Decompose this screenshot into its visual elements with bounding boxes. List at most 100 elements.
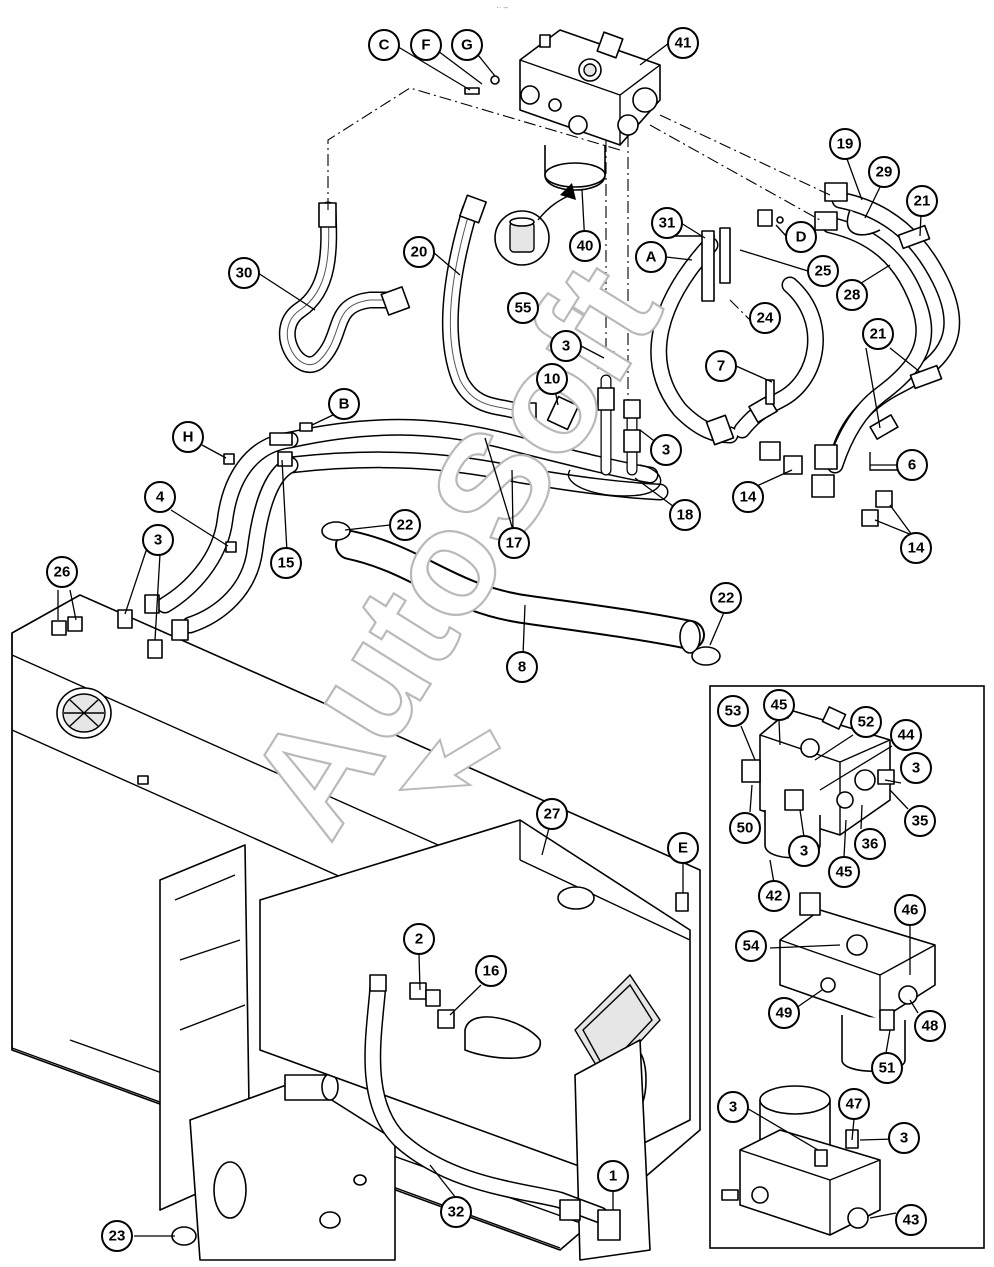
svg-text:1: 1 — [609, 1168, 617, 1185]
svg-text:8: 8 — [518, 659, 526, 676]
svg-text:40: 40 — [577, 238, 594, 255]
svg-text:17: 17 — [506, 535, 523, 552]
svg-text:48: 48 — [922, 1018, 939, 1035]
callout-44: 44 — [890, 719, 922, 751]
callout-E: E — [667, 832, 699, 864]
hose-clamps — [846, 209, 943, 471]
svg-text:E: E — [678, 840, 688, 857]
alignment-lines — [327, 87, 831, 400]
callout-14-b: 14 — [900, 532, 932, 564]
svg-text:55: 55 — [515, 300, 532, 317]
svg-text:3: 3 — [800, 843, 808, 860]
callout-47: 47 — [838, 1088, 870, 1120]
callout-C: C — [368, 29, 400, 61]
callout-14-a: 14 — [732, 481, 764, 513]
callout-6: 6 — [896, 449, 928, 481]
inset-panel — [709, 685, 985, 1249]
svg-text:C: C — [379, 37, 390, 54]
callout-1: 1 — [597, 1160, 629, 1192]
svg-text:3: 3 — [729, 1099, 737, 1116]
svg-text:B: B — [339, 396, 350, 413]
filter-element-55 — [494, 183, 576, 266]
callout-42: 42 — [758, 880, 790, 912]
callout-35: 35 — [904, 805, 936, 837]
header-mark: ·· – — [496, 3, 509, 12]
callout-36: 36 — [854, 828, 886, 860]
svg-text:46: 46 — [902, 902, 919, 919]
svg-text:4: 4 — [156, 489, 165, 506]
callout-52: 52 — [850, 706, 882, 738]
callout-26: 26 — [46, 556, 78, 588]
callout-49: 49 — [768, 997, 800, 1029]
svg-text:3: 3 — [562, 338, 570, 355]
svg-text:21: 21 — [914, 193, 931, 210]
svg-text:6: 6 — [908, 457, 916, 474]
callout-29: 29 — [868, 156, 900, 188]
callout-H: H — [172, 421, 204, 453]
svg-text:14: 14 — [908, 540, 925, 557]
svg-text:10: 10 — [544, 371, 561, 388]
svg-text:22: 22 — [718, 590, 735, 607]
svg-text:25: 25 — [815, 263, 832, 280]
svg-text:47: 47 — [846, 1096, 863, 1113]
callout-16: 16 — [475, 955, 507, 987]
svg-text:15: 15 — [278, 555, 295, 572]
svg-text:D: D — [796, 229, 807, 246]
callout-3-b: 3 — [650, 434, 682, 466]
callout-10: 10 — [536, 363, 568, 395]
svg-text:50: 50 — [737, 820, 754, 837]
callout-17: 17 — [498, 527, 530, 559]
svg-text:23: 23 — [109, 1228, 126, 1245]
svg-text:G: G — [461, 37, 473, 54]
svg-text:45: 45 — [771, 697, 788, 714]
callout-53: 53 — [717, 695, 749, 727]
svg-text:31: 31 — [659, 215, 676, 232]
callout-23: 23 — [101, 1220, 133, 1252]
callout-48: 48 — [914, 1010, 946, 1042]
svg-text:41: 41 — [675, 35, 692, 52]
callout-55: 55 — [507, 292, 539, 324]
callout-21-b: 21 — [862, 318, 894, 350]
svg-text:36: 36 — [862, 836, 879, 853]
callout-B: B — [328, 388, 360, 420]
callout-19: 19 — [829, 128, 861, 160]
svg-text:44: 44 — [898, 727, 915, 744]
svg-text:20: 20 — [411, 244, 428, 261]
callout-32: 32 — [440, 1196, 472, 1228]
fittings — [51, 75, 893, 1246]
svg-text:42: 42 — [766, 888, 783, 905]
callout-D: D — [785, 221, 817, 253]
callout-31: 31 — [651, 207, 683, 239]
leader-lines — [57, 42, 922, 1237]
callout-45-b: 45 — [828, 856, 860, 888]
svg-text:A: A — [646, 249, 657, 266]
callout-24: 24 — [749, 302, 781, 334]
callout-18: 18 — [669, 499, 701, 531]
valve-block-41 — [519, 29, 661, 146]
callout-20: 20 — [403, 236, 435, 268]
svg-text:16: 16 — [483, 963, 500, 980]
callout-28: 28 — [836, 279, 868, 311]
callout-3-d: 3 — [900, 752, 932, 784]
callout-3-f: 3 — [717, 1091, 749, 1123]
hose-lines — [156, 191, 961, 1224]
callout-21-a: 21 — [906, 185, 938, 217]
callout-41: 41 — [667, 27, 699, 59]
svg-text:28: 28 — [844, 287, 861, 304]
svg-text:29: 29 — [876, 164, 893, 181]
callout-A: A — [635, 241, 667, 273]
callout-8: 8 — [506, 651, 538, 683]
svg-text:19: 19 — [837, 136, 854, 153]
svg-text:18: 18 — [677, 507, 694, 524]
callout-27: 27 — [536, 798, 568, 830]
callout-3-g: 3 — [888, 1122, 920, 1154]
svg-text:22: 22 — [397, 517, 414, 534]
svg-text:30: 30 — [236, 265, 253, 282]
callout-30: 30 — [228, 257, 260, 289]
svg-text:45: 45 — [836, 864, 853, 881]
svg-text:7: 7 — [717, 358, 725, 375]
svg-text:32: 32 — [448, 1204, 465, 1221]
callout-2: 2 — [403, 923, 435, 955]
callout-43: 43 — [895, 1204, 927, 1236]
